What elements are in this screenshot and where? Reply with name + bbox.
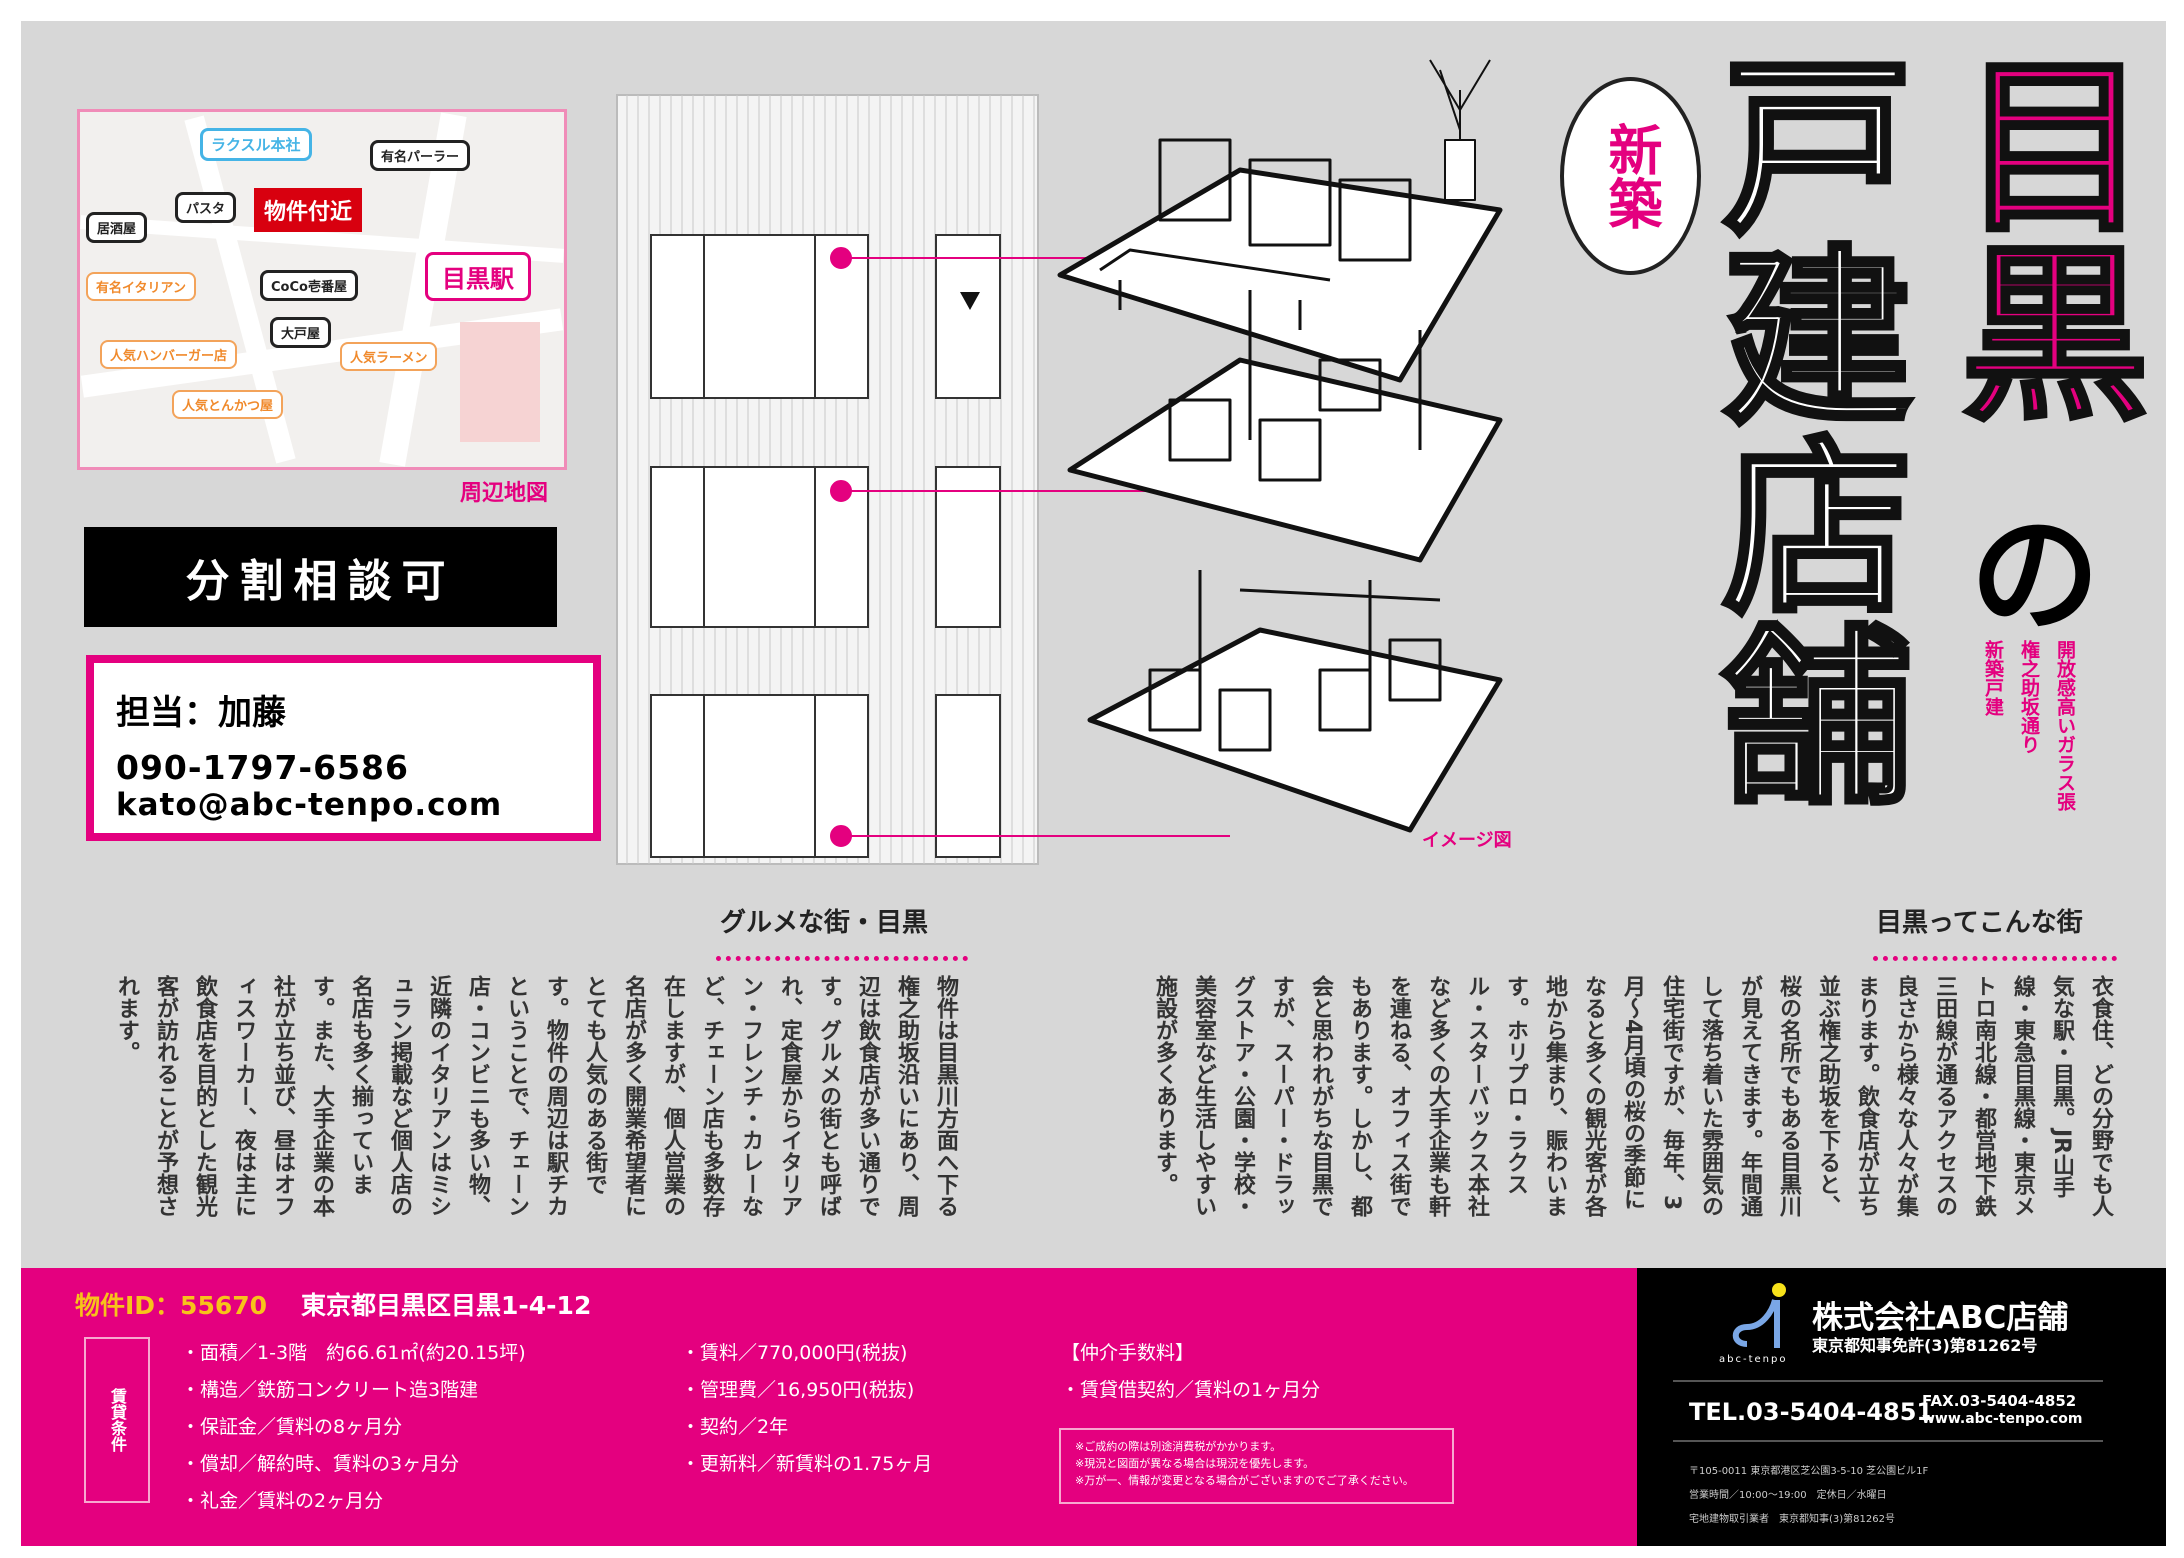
company-info-line: 〒105-0011 東京都港区芝公園3-5-10 芝公園ビル1F: [1689, 1466, 1929, 1477]
company-logo-icon: [1732, 1283, 1786, 1348]
window-2f-left: [650, 466, 705, 628]
section-body-gourmet: 物件は目黒川方面へ下る権之助坂沿いにあり、周辺は飲食店が多い通りです。グルメの街…: [114, 975, 958, 1217]
window-1f-side: [935, 234, 1001, 399]
map-label-ramen: 人気ラーメン: [340, 342, 438, 371]
section-divider: [1873, 956, 2117, 961]
contact-person: 担当：加藤: [116, 693, 286, 733]
window-1f-center: [703, 234, 816, 399]
floor-plate-top: [1057, 167, 1503, 383]
window-3f-side: [935, 694, 1001, 858]
section-body-about: 衣食住、どの分野でも人気な駅・目黒。JR山手線・東急目黒線・東京メトロ南北線・都…: [1152, 975, 2113, 1217]
map-label-burger: 人気ハンバーガー店: [100, 340, 238, 369]
new-build-label: 新築: [1599, 122, 1662, 230]
floor-marker-dot: [830, 825, 852, 847]
company-fax: FAX.03-5404-4852: [1922, 1392, 2077, 1410]
window-3f-left: [650, 694, 705, 858]
section-divider: [716, 956, 968, 961]
floor-plate-middle: [1067, 357, 1503, 563]
contact-box: 担当：加藤 090-1797-6586 kato@abc-tenpo.com: [86, 655, 601, 841]
map-label-izakaya: 居酒屋: [86, 212, 148, 243]
property-info-bar: 物件ID：55670 東京都目黒区目黒1-4-12 賃貸条件 ・面積／1-3階 …: [21, 1268, 1637, 1546]
company-box: abc-tenpo 株式会社ABC店舗 東京都知事免許(3)第81262号 TE…: [1637, 1268, 2166, 1546]
map-label-ootoya: 大戸屋: [270, 317, 332, 348]
catch-line: 権之助坂通り: [2018, 640, 2040, 754]
split-consultation-badge: 分割相談可: [84, 527, 557, 627]
section-title-about: 目黒ってこんな街: [1876, 908, 2083, 938]
plant-decoration: [1429, 59, 1491, 201]
window-3f-center: [703, 694, 816, 858]
station-area: [460, 322, 540, 442]
floor-marker-dot: [830, 247, 852, 269]
map-label-raksul: ラクスル本社: [200, 128, 312, 161]
note-line: ※万が一、情報が変更となる場合がございますのでご了承ください。: [1075, 1474, 1414, 1487]
condition-item: ・礼金／賃料の2ヶ月分: [181, 1490, 384, 1512]
building-facade: [616, 94, 1039, 865]
contact-phone[interactable]: 090-1797-6586: [116, 748, 409, 787]
title-main: 戸建店舗: [1688, 46, 1914, 811]
title-place: 目黒: [1927, 46, 2150, 426]
catch-line: 新築戸建: [1982, 640, 2004, 716]
area-map: ラクスル本社 有名パーラー パスタ 居酒屋 物件付近 有名イタリアン CoCo壱…: [77, 109, 567, 470]
notes-box: ※ご成約の際は別途消費税がかかります。 ※現況と図面が異なる場合は現況を優先しま…: [1059, 1428, 1454, 1504]
condition-item: ・更新料／新賃料の1.75ヶ月: [681, 1453, 933, 1475]
building-illustration: [616, 59, 1503, 865]
condition-item: ・保証金／賃料の8ヶ月分: [181, 1416, 403, 1438]
company-tel[interactable]: TEL.03-5404-4851: [1689, 1398, 1934, 1426]
floor-plate-bottom: [1087, 627, 1503, 833]
title-particle: の: [1970, 499, 2101, 651]
company-license: 東京都知事免許(3)第81262号: [1812, 1336, 2038, 1355]
window-1f-left: [650, 234, 705, 399]
map-property-marker: 物件付近: [254, 188, 363, 232]
fee-title: 【仲介手数料】: [1061, 1342, 1195, 1364]
contact-email[interactable]: kato@abc-tenpo.com: [116, 787, 503, 823]
condition-item: ・賃料／770,000円(税抜): [681, 1342, 908, 1364]
map-label-italian: 有名イタリアン: [86, 272, 196, 301]
exploded-floor-sketch: [1057, 59, 1503, 833]
condition-item: ・償却／解約時、賃料の3ヶ月分: [181, 1453, 460, 1475]
conditions-label-box: 賃貸条件: [84, 1337, 150, 1503]
catch-copy: 開放感高いガラス張 権之助坂通り 新築戸建: [1975, 640, 2083, 811]
section-title-gourmet: グルメな街・目黒: [720, 908, 929, 938]
condition-item: ・管理費／16,950円(税抜): [681, 1379, 915, 1401]
divider: [1673, 1380, 2103, 1382]
map-label-pasta: パスタ: [175, 192, 237, 223]
map-caption: 周辺地図: [460, 481, 549, 506]
map-label-parlor: 有名パーラー: [370, 140, 471, 171]
entrance-arrow-icon: [960, 292, 980, 310]
condition-item: ・構造／鉄筋コンクリート造3階建: [181, 1379, 479, 1401]
company-website[interactable]: www.abc-tenpo.com: [1922, 1411, 2083, 1427]
note-line: ※現況と図面が異なる場合は現況を優先します。: [1075, 1457, 1315, 1470]
window-2f-side: [935, 466, 1001, 628]
catch-line: 開放感高いガラス張: [2054, 640, 2076, 811]
property-address: 東京都目黒区目黒1-4-12: [301, 1291, 592, 1320]
new-build-bubble: 新築: [1560, 77, 1701, 275]
company-info-line: 営業時間／10:00～19:00 定休日／水曜日: [1689, 1490, 1887, 1501]
conditions-label: 賃貸条件: [108, 1388, 127, 1452]
image-note: イメージ図: [1422, 830, 1512, 851]
condition-item: ・面積／1-3階 約66.61㎡(約20.15坪): [181, 1342, 526, 1364]
note-line: ※ご成約の際は別途消費税がかかります。: [1075, 1440, 1282, 1453]
company-info-line: 宅地建物取引業者 東京都知事(3)第81262号: [1689, 1514, 1895, 1525]
map-label-coco: CoCo壱番屋: [260, 270, 358, 301]
floor-connector-lines: [830, 247, 1235, 847]
map-label-tonkatsu: 人気とんかつ屋: [172, 390, 284, 419]
floor-marker-dot: [830, 480, 852, 502]
map-station-label: 目黒駅: [425, 252, 531, 301]
divider: [1673, 1440, 2103, 1442]
company-name: 株式会社ABC店舗: [1812, 1300, 2069, 1336]
company-logo-text: abc-tenpo: [1719, 1354, 1788, 1365]
fee-line: ・賃貸借契約／賃料の1ヶ月分: [1061, 1379, 1321, 1401]
property-id: 物件ID：55670: [75, 1291, 268, 1320]
window-2f-center: [703, 466, 816, 628]
condition-item: ・契約／2年: [681, 1416, 789, 1438]
